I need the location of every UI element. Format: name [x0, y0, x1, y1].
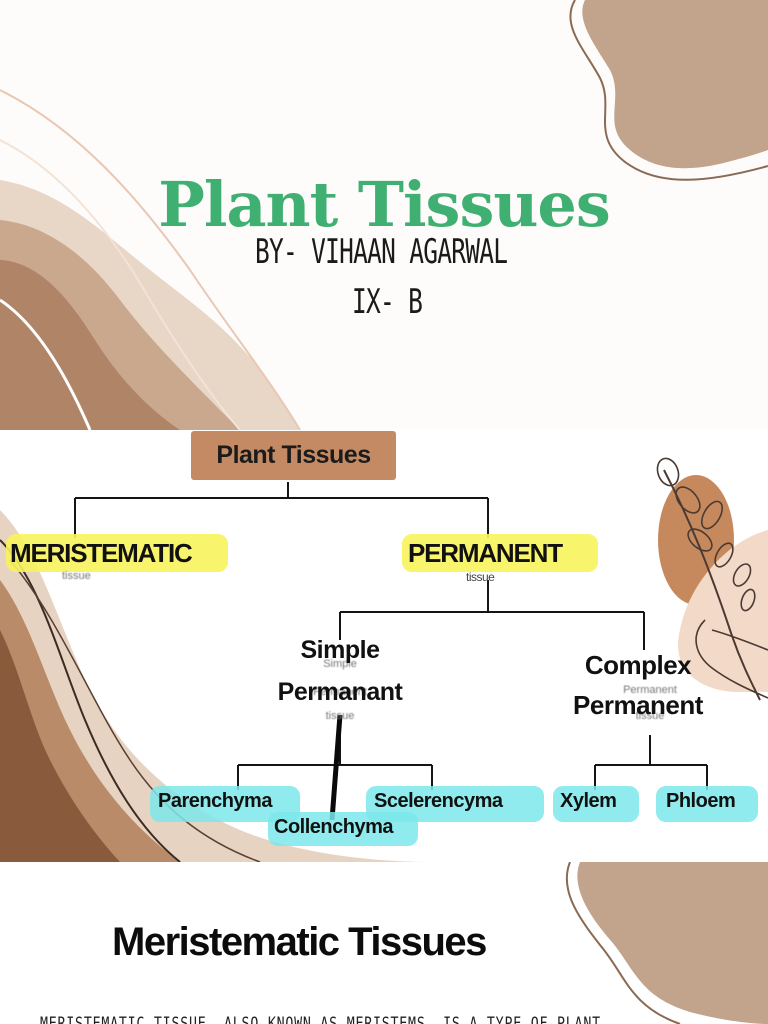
left-swoosh-dark [0, 630, 120, 862]
simple-ghost-line3: tissue [325, 710, 355, 722]
section-body-text: MERISTEMATIC TISSUE, ALSO KNOWN AS MERIS… [40, 1014, 601, 1024]
complex-ghost-line1: Permanent [623, 684, 677, 696]
collenchyma-node: Collenchyma [274, 816, 393, 838]
left-wave-line-2 [0, 139, 241, 430]
meristematic-slide: Meristematic Tissues MERISTEMATIC TISSUE… [0, 862, 768, 1024]
phloem-node: Phloem [666, 790, 736, 812]
left-wave-peach [0, 260, 180, 430]
meristematic-node: MERISTEMATIC [10, 538, 193, 568]
permanent-node: PERMANENT [408, 538, 563, 568]
slide1-decoration [0, 0, 768, 430]
left-wave-line-1 [0, 89, 301, 430]
top-right-blob-outline [565, 862, 681, 1024]
complex-ghost-line2: tissue [635, 710, 665, 722]
tissue-chart-slide: Plant Tissues MERISTEMATIC tissue PERMAN… [0, 430, 768, 862]
phloem-highlight [656, 786, 758, 822]
simple-permanent-line1: Simple [300, 636, 380, 664]
chart-connectors [74, 482, 708, 790]
collenchyma-highlight [268, 812, 418, 846]
collenchyma-stem [329, 714, 343, 821]
chart-root-node: Plant Tissues [191, 431, 396, 480]
permanent-sub-label: tissue [466, 570, 495, 584]
simple-ghost-line1: Simple [323, 658, 357, 670]
simple-permanent-line2: Permanant [277, 678, 403, 706]
simple-ghost-line2: Permanent [313, 686, 367, 698]
chart-root-label: Plant Tissues [216, 441, 371, 469]
slide3-decoration [565, 862, 768, 1024]
author-byline: BY- VIHAAN AGARWAL [255, 232, 508, 272]
xylem-node: Xylem [560, 790, 617, 812]
class-label: IX- B [352, 282, 423, 322]
left-swoosh-line-2 [9, 559, 261, 862]
left-wave-line-3 [0, 298, 92, 430]
parenchyma-node: Parenchyma [158, 790, 272, 812]
slide2-decoration [0, 457, 768, 862]
left-swoosh-line [0, 539, 181, 862]
complex-permanent-line1: Complex [584, 650, 692, 680]
left-swoosh-back [0, 510, 430, 862]
title-slide: Plant Tissues BY- VIHAAN AGARWAL IX- B [0, 0, 768, 430]
meristematic-ghost-label: tissue [62, 570, 91, 582]
complex-permanent-line2: Permanent [573, 690, 703, 720]
sclerenchyma-node: Scelerencyma [374, 790, 503, 812]
top-right-blob [582, 0, 768, 169]
hand-outline [695, 619, 768, 699]
fern-leaves [656, 457, 756, 612]
presentation-title: Plant Tissues [158, 168, 611, 241]
top-right-blob-outline [569, 0, 768, 181]
permanent-highlight [402, 534, 598, 572]
xylem-highlight [553, 786, 639, 822]
meristematic-highlight [6, 534, 228, 572]
top-right-blob [577, 862, 768, 1024]
section-title: Meristematic Tissues [112, 920, 487, 964]
